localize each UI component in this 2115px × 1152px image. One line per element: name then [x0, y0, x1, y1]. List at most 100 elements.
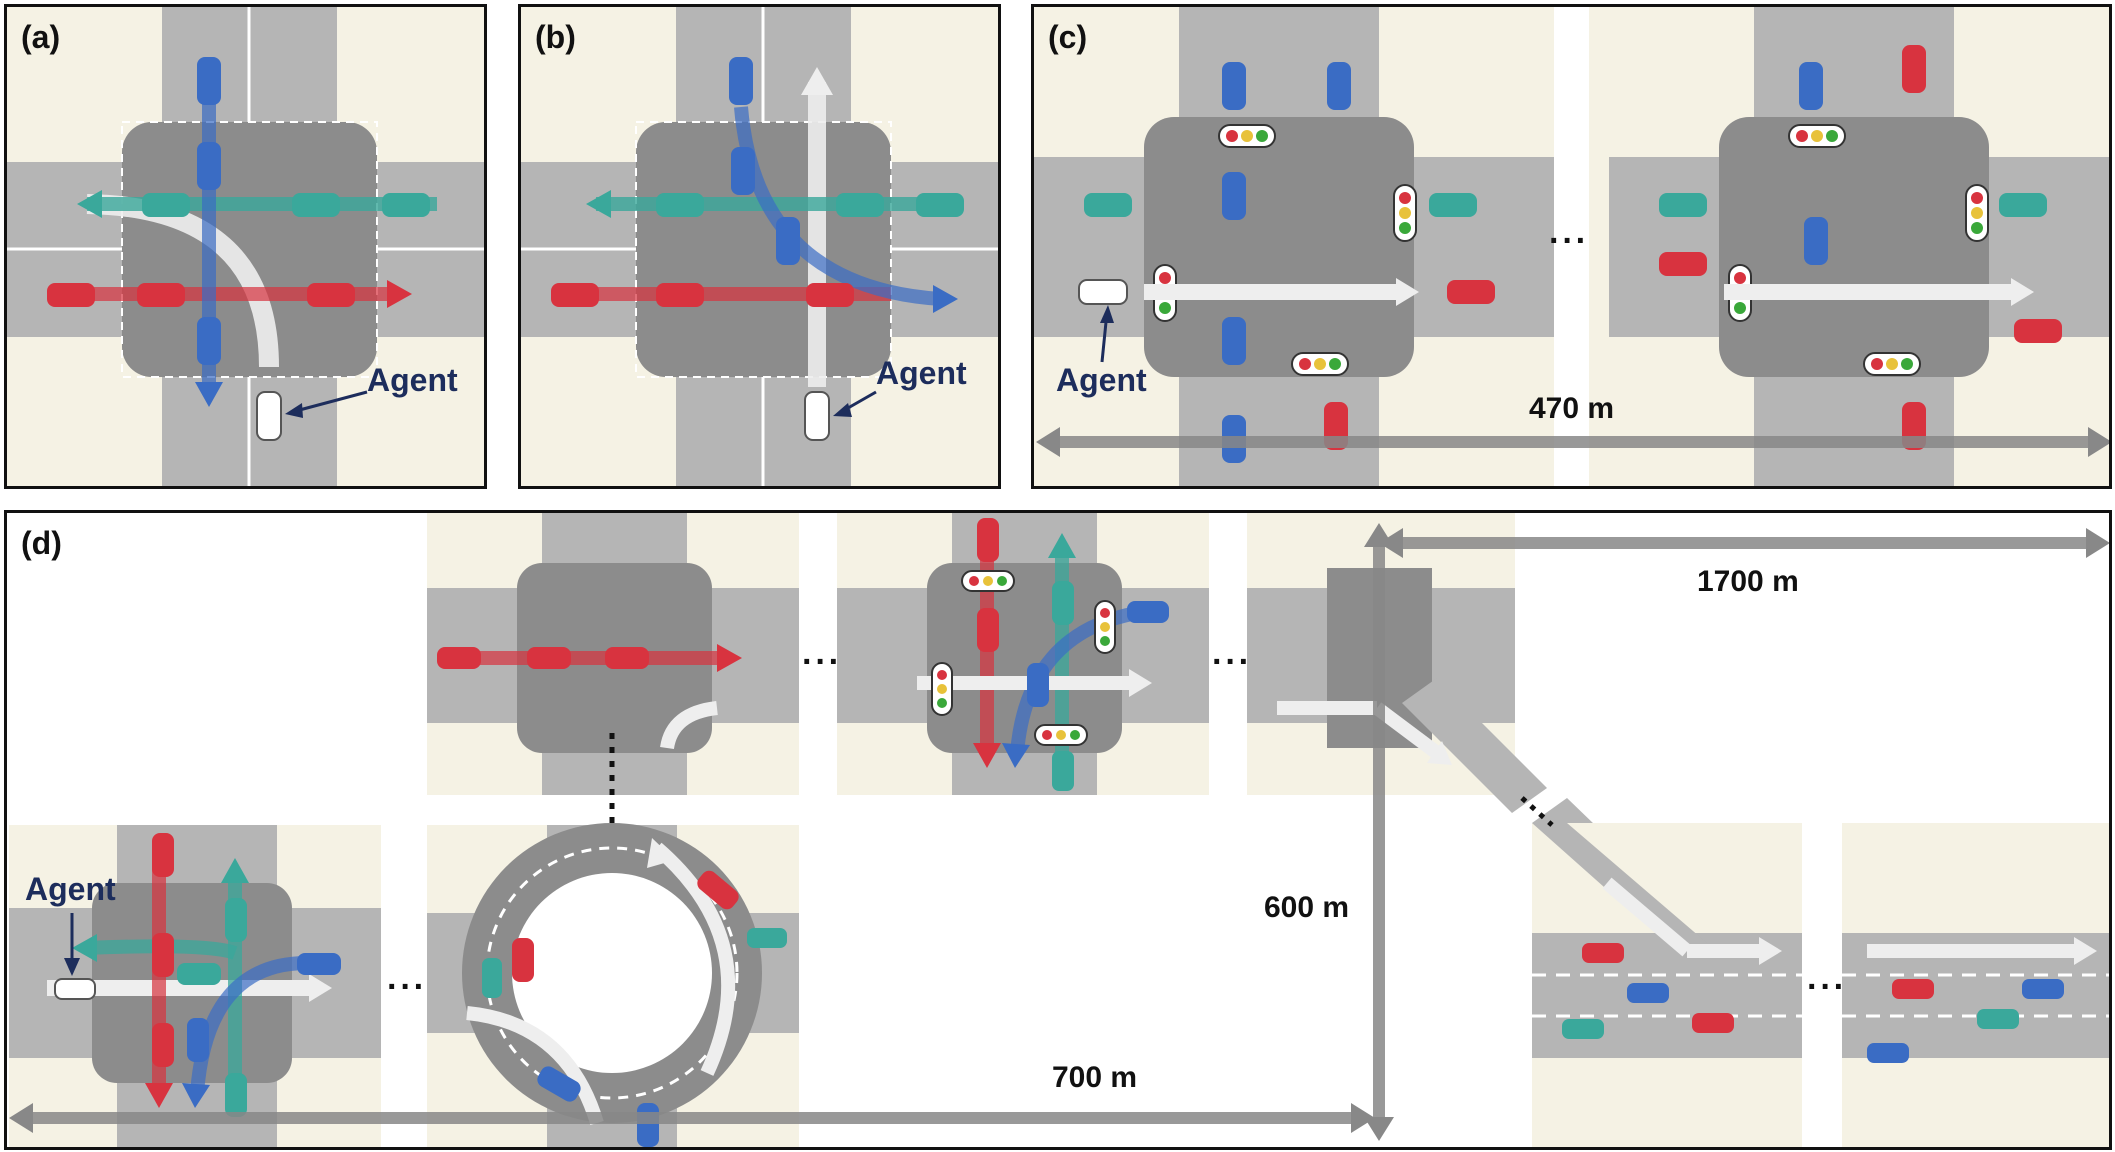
car-icon: [1127, 601, 1169, 623]
car-icon: [177, 963, 221, 985]
tile-intersection-start: [9, 825, 381, 1147]
car-icon: [197, 317, 221, 365]
route-d-diagram: [7, 513, 2109, 1147]
traffic-light-icon: [1965, 184, 1989, 242]
traffic-light-icon: [1034, 724, 1088, 746]
car-icon: [1804, 217, 1828, 265]
agent-car-icon: [54, 978, 96, 1000]
car-icon: [1429, 193, 1477, 217]
car-icon: [1027, 663, 1049, 707]
car-icon: [656, 193, 704, 217]
car-icon: [482, 958, 502, 998]
car-icon: [142, 193, 190, 217]
car-icon: [916, 193, 964, 217]
tile-intersection-signal: [837, 513, 1209, 795]
traffic-light-icon: [931, 662, 953, 716]
car-icon: [1867, 1043, 1909, 1063]
traffic-light-icon: [1393, 184, 1417, 242]
traffic-light-icon: [1863, 352, 1921, 376]
car-icon: [152, 833, 174, 877]
car-icon: [197, 142, 221, 190]
car-icon: [1902, 45, 1926, 93]
panel-c: (c) Agent 470 m ···: [1031, 4, 2112, 489]
ellipsis: ···: [802, 643, 842, 681]
ellipsis: ···: [1807, 968, 1847, 1006]
car-icon: [1977, 1009, 2019, 1029]
car-icon: [1447, 280, 1495, 304]
ellipsis: ···: [1549, 222, 1589, 260]
car-icon: [729, 57, 753, 105]
traffic-light-icon: [961, 570, 1015, 592]
car-icon: [836, 193, 884, 217]
car-icon: [437, 647, 481, 669]
car-icon: [1562, 1019, 1604, 1039]
car-icon: [1052, 751, 1074, 791]
traffic-light-icon: [1218, 124, 1276, 148]
car-icon: [137, 283, 185, 307]
panel-b: (b) Agent: [518, 4, 1001, 489]
car-icon: [731, 147, 755, 195]
car-icon: [225, 898, 247, 942]
intersection-a-diagram: [7, 7, 484, 486]
car-icon: [47, 283, 95, 307]
car-icon: [637, 1103, 659, 1147]
car-icon: [1052, 581, 1074, 625]
car-icon: [747, 928, 787, 948]
car-icon: [776, 217, 800, 265]
intersection-b-diagram: [521, 7, 998, 486]
traffic-light-icon: [1094, 600, 1116, 654]
panel-label: (a): [21, 19, 61, 55]
car-icon: [1999, 193, 2047, 217]
agent-label: Agent: [25, 871, 116, 907]
panel-label: (b): [535, 19, 576, 55]
panel-a: (a) Agent: [4, 4, 487, 489]
car-icon: [977, 518, 999, 562]
roundabout-icon: [427, 823, 799, 1147]
car-icon: [977, 608, 999, 652]
distance-label-x: 700 m: [1052, 1061, 1138, 1094]
car-icon: [1327, 62, 1351, 110]
car-icon: [1659, 193, 1707, 217]
car-icon: [656, 283, 704, 307]
car-icon: [1692, 1013, 1734, 1033]
panel-label: (c): [1048, 19, 1088, 55]
tile-highway-merge: [1532, 798, 1802, 1147]
car-icon: [1222, 172, 1246, 220]
car-icon: [152, 933, 174, 977]
car-icon: [1222, 317, 1246, 365]
car-icon: [292, 193, 340, 217]
car-icon: [1659, 252, 1707, 276]
panel-d: (d) Agent 700 m 600 m 1700 m ··· ··· ···…: [4, 510, 2112, 1150]
traffic-light-icon: [1291, 352, 1349, 376]
car-icon: [527, 647, 571, 669]
distance-label-top: 1700 m: [1697, 565, 1799, 598]
car-icon: [197, 57, 221, 105]
distance-label-y: 600 m: [1264, 891, 1350, 924]
agent-label: Agent: [367, 362, 458, 398]
car-icon: [2022, 979, 2064, 999]
agent-car-icon: [256, 391, 282, 441]
car-icon: [225, 1073, 247, 1117]
car-icon: [537, 1066, 581, 1102]
agent-car-icon: [804, 391, 830, 441]
agent-label: Agent: [1056, 362, 1147, 398]
distance-label: 470 m: [1529, 392, 1615, 425]
car-icon: [152, 1023, 174, 1067]
car-icon: [605, 647, 649, 669]
corridor-c-diagram: [1034, 7, 2109, 486]
car-icon: [512, 938, 534, 982]
panel-label: (d): [21, 525, 62, 561]
ellipsis: ···: [387, 968, 427, 1006]
car-icon: [2014, 319, 2062, 343]
tile-highway: [1842, 823, 2109, 1147]
car-icon: [1799, 62, 1823, 110]
car-icon: [806, 283, 854, 307]
car-icon: [187, 1018, 209, 1062]
car-icon: [307, 283, 355, 307]
agent-car-icon: [1078, 279, 1128, 305]
ellipsis: ···: [1212, 643, 1252, 681]
car-icon: [551, 283, 599, 307]
car-icon: [297, 953, 341, 975]
traffic-light-icon: [1788, 124, 1846, 148]
car-icon: [1084, 193, 1132, 217]
